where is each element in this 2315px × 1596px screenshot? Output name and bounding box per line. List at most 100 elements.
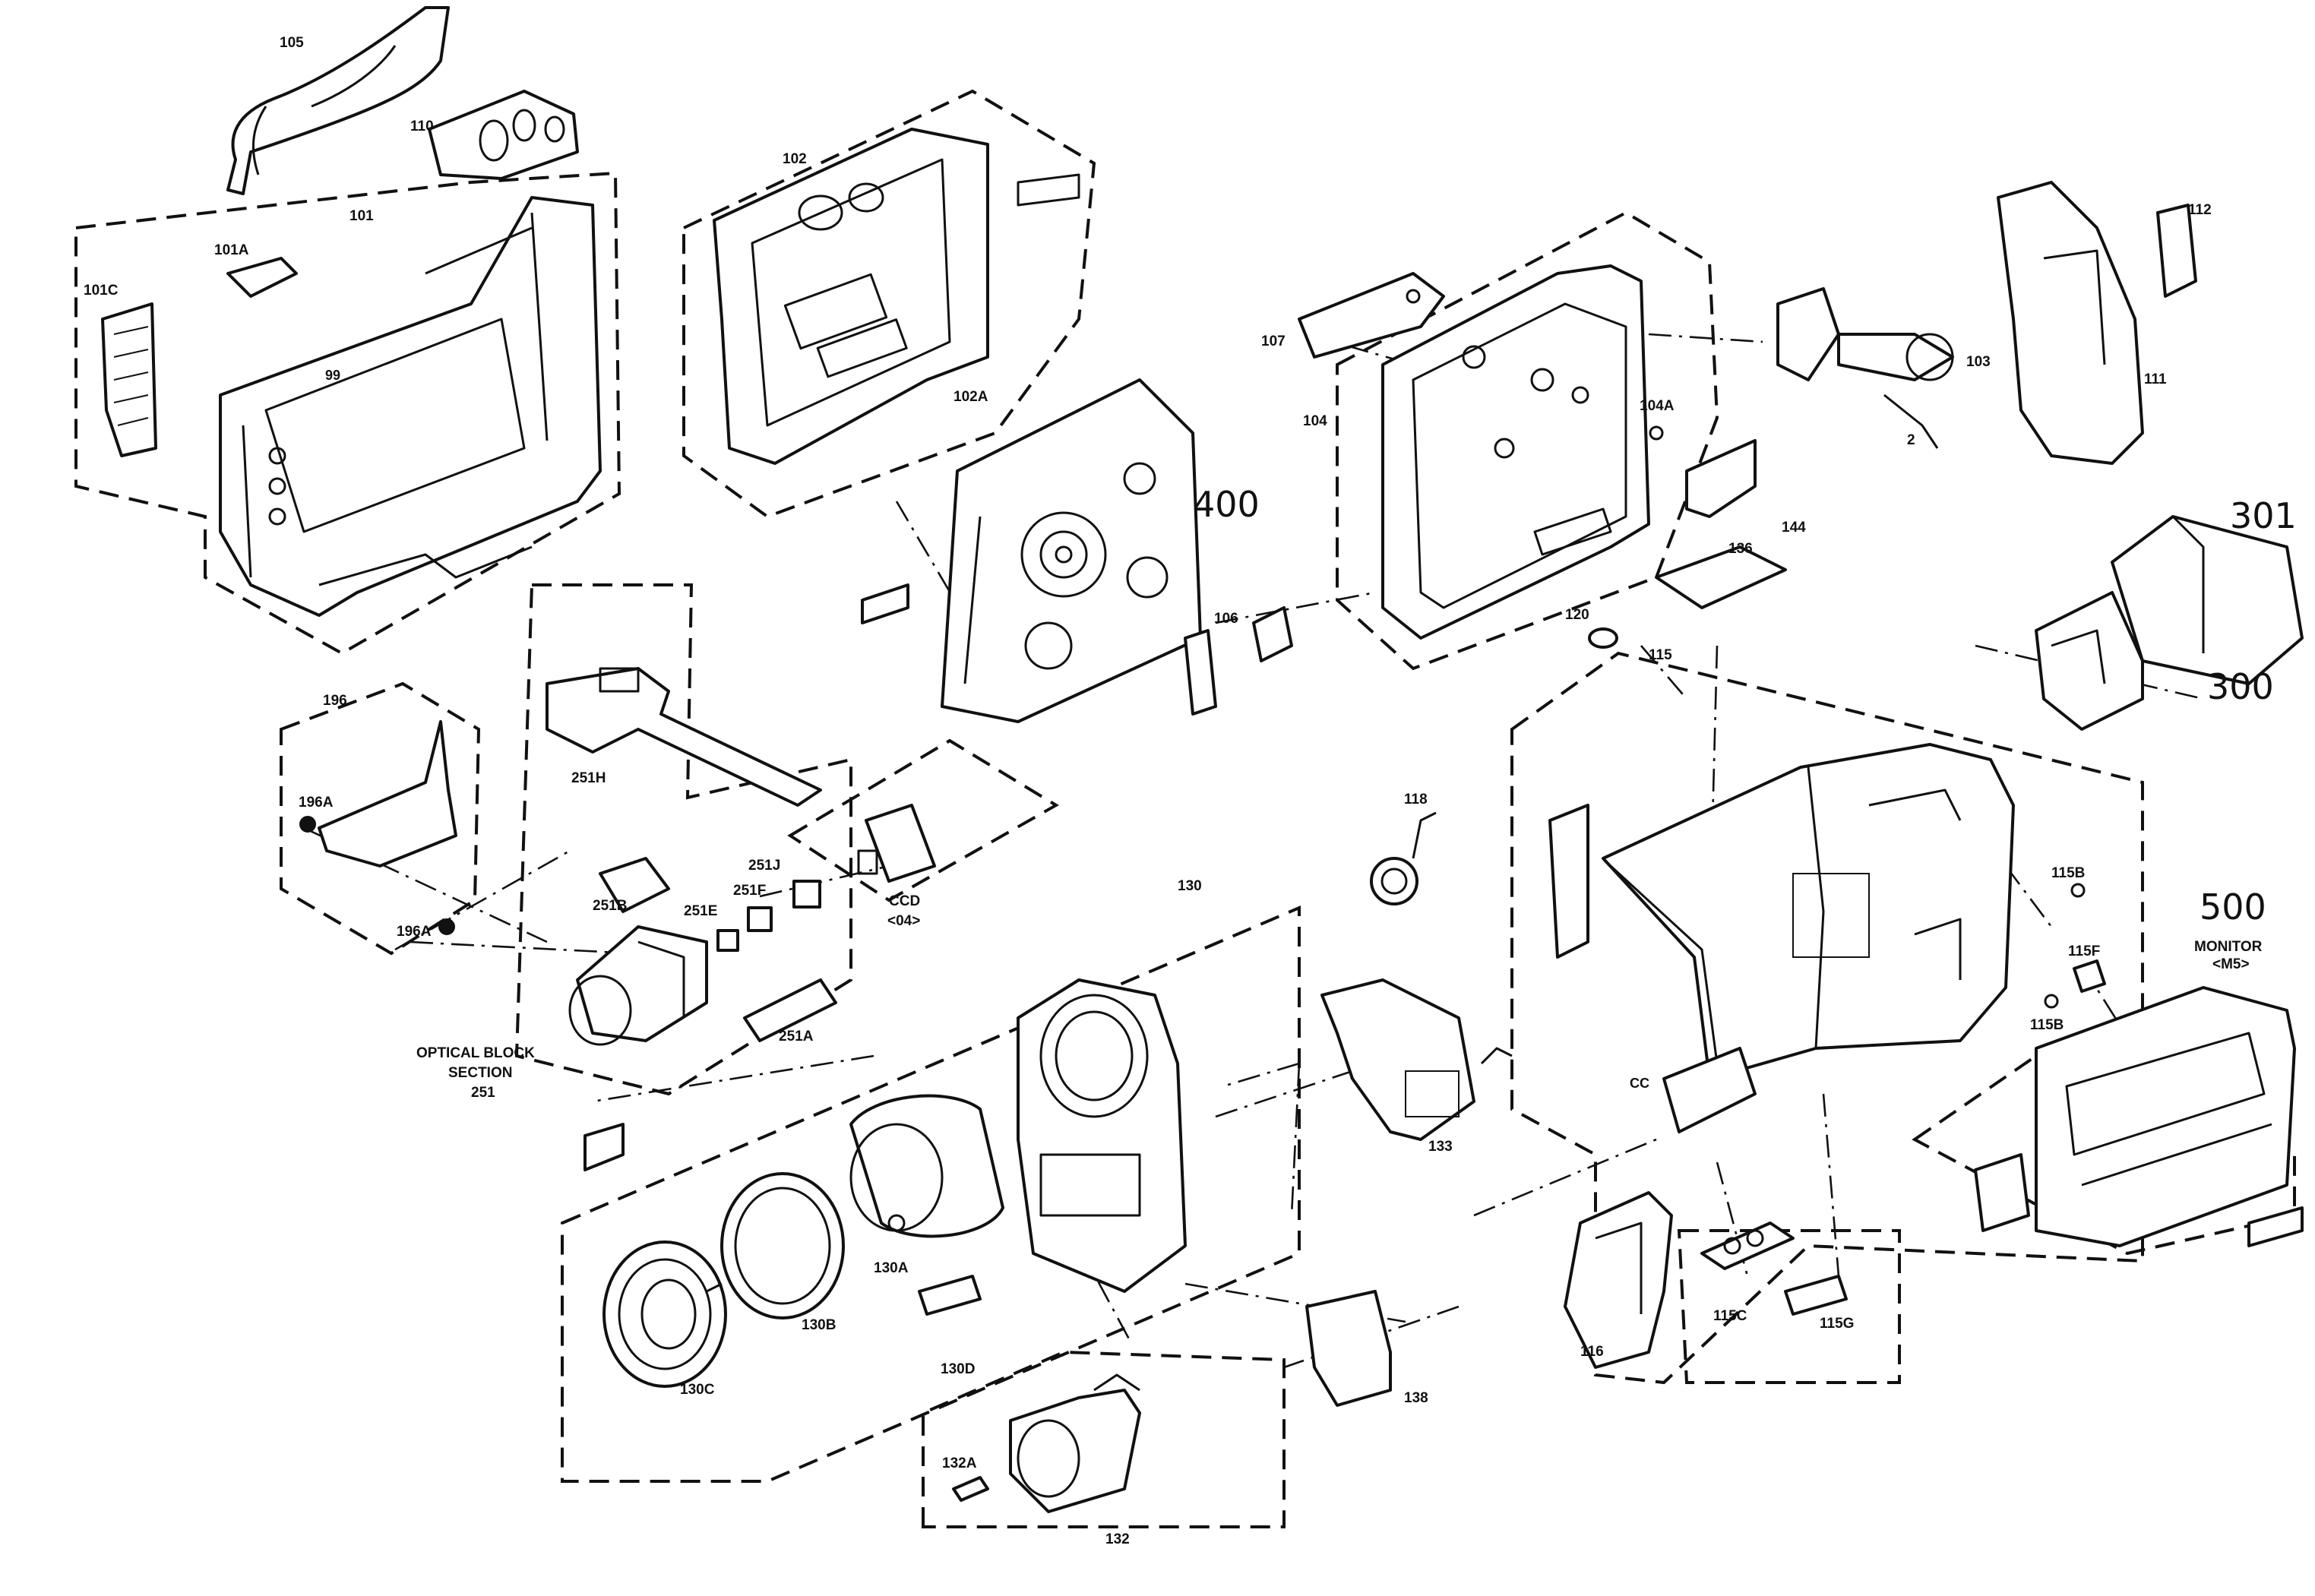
- part-500-lcd-monitor: [1974, 986, 2296, 1247]
- part-251h-flex-cable: [546, 667, 822, 807]
- label-111: 111: [2144, 371, 2167, 387]
- label-115: 115: [1649, 647, 1672, 663]
- group-130-outline: [561, 905, 1301, 1483]
- part-130-lens-frame: [1017, 978, 1187, 1293]
- part-136-sheet: [1655, 545, 1787, 609]
- label-196a-top: 196A: [299, 795, 334, 811]
- label-99: 99: [325, 368, 340, 383]
- part-132a-screw: [952, 1476, 989, 1502]
- part-115b-screw-a: [2070, 883, 2086, 898]
- part-104-cassette-cover: [1381, 264, 1650, 640]
- part-112-cover: [2156, 204, 2197, 298]
- label-196: 196: [323, 693, 347, 709]
- label-301: 301: [2230, 495, 2297, 536]
- label-102: 102: [783, 151, 807, 167]
- label-110: 110: [410, 119, 434, 134]
- label-107: 107: [1261, 333, 1286, 349]
- part-115b-screw-b: [2044, 994, 2059, 1009]
- label-138: 138: [1404, 1390, 1428, 1406]
- label-optical-block-line3: 251: [471, 1085, 495, 1101]
- group-132-outline: [922, 1350, 1286, 1528]
- label-112: 112: [2188, 202, 2212, 218]
- part-101a-bracket: [226, 257, 298, 298]
- label-500: 500: [2200, 886, 2266, 928]
- part-116-grip: [1564, 1191, 1673, 1369]
- part-132-lens-hood: [1009, 1373, 1141, 1513]
- group-115-outline: [1510, 651, 2144, 1385]
- label-251j: 251J: [748, 858, 780, 874]
- label-136: 136: [1728, 541, 1753, 557]
- group-ccd-outline: [787, 738, 1059, 902]
- label-118: 118: [1404, 792, 1428, 807]
- group-500-outline: [1912, 1054, 2296, 1256]
- part-115-left-bracket: [1548, 804, 1589, 959]
- label-300: 300: [2207, 666, 2274, 707]
- part-118-coil: [1370, 811, 1437, 905]
- part-133-speaker-housing: [1320, 978, 1513, 1141]
- label-251b: 251B: [593, 898, 627, 914]
- part-111-bracket: [1997, 181, 2144, 465]
- label-251f: 251F: [733, 883, 766, 899]
- part-ccd-bracket: [857, 804, 936, 883]
- label-ccd-04: <04>: [887, 913, 920, 929]
- part-130d-filter: [918, 1275, 982, 1316]
- part-251e-component: [716, 929, 739, 952]
- label-400: 400: [1193, 484, 1260, 525]
- part-101c-side-cover: [101, 302, 157, 457]
- label-115c: 115C: [1713, 1308, 1747, 1324]
- group-115c-outline: [1677, 1229, 1901, 1384]
- label-optical-block-line1: OPTICAL BLOCK: [416, 1045, 535, 1061]
- part-115c-switch-panel: [1700, 1221, 1795, 1270]
- part-115f-button: [2073, 959, 2106, 993]
- part-300-viewfinder-body: [2035, 591, 2144, 731]
- label-144: 144: [1782, 520, 1806, 536]
- group-104-outline: [1336, 210, 1719, 671]
- part-105-hand-strap: [226, 6, 450, 195]
- label-115b-top: 115B: [2051, 865, 2085, 881]
- part-130b-lens-ring: [720, 1172, 845, 1319]
- label-133: 133: [1428, 1139, 1453, 1155]
- label-101a: 101A: [214, 242, 249, 258]
- label-115b-bottom: 115B: [2030, 1017, 2064, 1033]
- label-251h: 251H: [571, 770, 606, 786]
- part-labels: 105 110 101 101A 101C 99 102 102A 400 10…: [84, 35, 2297, 1547]
- part-251-lens-block: [568, 925, 708, 1046]
- part-107-side-panel: [1298, 272, 1445, 359]
- label-132a: 132A: [942, 1455, 977, 1471]
- label-115f: 115F: [2068, 943, 2100, 959]
- part-196-shield-plate: [299, 720, 457, 935]
- part-label-plate-b: [583, 1123, 625, 1171]
- label-130d: 130D: [941, 1361, 975, 1377]
- part-label-plate-c: [2247, 1206, 2304, 1247]
- label-105: 105: [280, 35, 304, 51]
- label-251e: 251E: [684, 903, 717, 919]
- part-label-plate-a: [861, 583, 909, 624]
- label-optical-block-line2: SECTION: [448, 1065, 512, 1081]
- part-106-connector: [1184, 606, 1293, 716]
- group-196-outline: [280, 681, 481, 956]
- label-130a: 130A: [874, 1260, 909, 1276]
- label-cc: CC: [1630, 1076, 1649, 1091]
- label-116: 116: [1580, 1344, 1604, 1360]
- part-103-evf-unit: [1776, 287, 1954, 449]
- part-130a-lens-barrel: [849, 1094, 1004, 1238]
- part-115-front-housing: [1602, 743, 2015, 1080]
- label-251a: 251A: [779, 1029, 814, 1045]
- group-outlines: [74, 89, 2296, 1528]
- part-104a-bracket: [1649, 425, 1757, 518]
- label-130: 130: [1178, 878, 1202, 894]
- part-115g-cover: [1784, 1275, 1848, 1316]
- part-251f-component: [747, 906, 773, 932]
- part-115-lower-bracket: [1662, 1047, 1757, 1133]
- part-102-internal-frame: [713, 128, 1080, 465]
- part-251b-motor: [599, 857, 670, 913]
- part-138-cover: [1305, 1290, 1392, 1407]
- part-101-main-frame: [219, 196, 602, 617]
- group-251-outline: [514, 583, 852, 1096]
- part-120-screw: [1588, 627, 1618, 649]
- label-104: 104: [1303, 413, 1327, 429]
- label-monitor: MONITOR: [2194, 939, 2263, 955]
- label-130b: 130B: [802, 1317, 836, 1333]
- label-2: 2: [1907, 432, 1915, 448]
